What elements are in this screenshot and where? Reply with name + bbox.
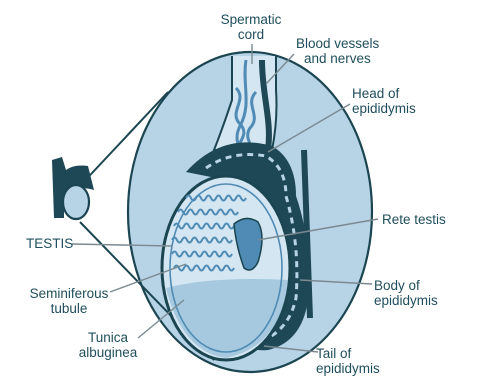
- label-tail-epididymis-line2: epididymis: [316, 361, 380, 376]
- label-blood-vessels: Blood vessels and nerves: [296, 36, 379, 66]
- label-tunica-albuginea: Tunica albuginea: [70, 330, 146, 360]
- label-body-epididymis-line1: Body of: [374, 278, 438, 293]
- label-blood-vessels-line2: and nerves: [296, 51, 379, 66]
- label-tunica-albuginea-line2: albuginea: [70, 345, 146, 360]
- label-head-epididymis-line1: Head of: [352, 86, 416, 101]
- label-seminiferous-tubule-line2: tubule: [14, 301, 124, 316]
- label-spermatic-cord-line2: cord: [210, 27, 292, 42]
- testis-thumbnail-icon: [52, 157, 94, 219]
- label-body-epididymis-line2: epididymis: [374, 293, 438, 308]
- label-spermatic-cord-line1: Spermatic: [210, 12, 292, 27]
- label-rete-testis: Rete testis: [382, 212, 446, 227]
- label-rete-testis-line1: Rete testis: [382, 212, 446, 227]
- label-head-epididymis: Head of epididymis: [352, 86, 416, 116]
- label-testis-line1: TESTIS: [26, 236, 73, 251]
- label-body-epididymis: Body of epididymis: [374, 278, 438, 308]
- label-testis: TESTIS: [26, 236, 73, 251]
- label-tunica-albuginea-line1: Tunica: [70, 330, 146, 345]
- label-tail-epididymis: Tail of epididymis: [316, 346, 380, 376]
- label-seminiferous-tubule: Seminiferous tubule: [14, 286, 124, 316]
- label-blood-vessels-line1: Blood vessels: [296, 36, 379, 51]
- label-seminiferous-tubule-line1: Seminiferous: [14, 286, 124, 301]
- label-tail-epididymis-line1: Tail of: [316, 346, 380, 361]
- testis-body-shape: [162, 176, 290, 360]
- label-head-epididymis-line2: epididymis: [352, 101, 416, 116]
- label-spermatic-cord: Spermatic cord: [210, 12, 292, 42]
